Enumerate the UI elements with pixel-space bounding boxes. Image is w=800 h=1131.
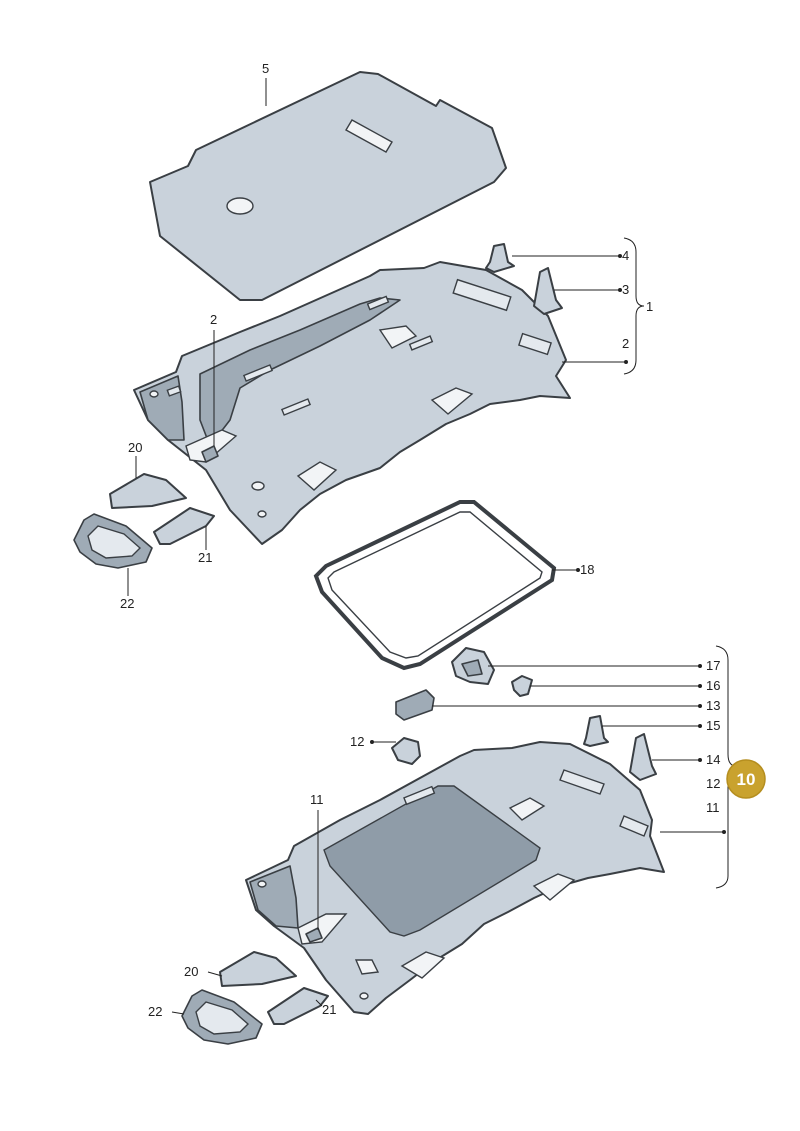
label-17: 17	[706, 658, 720, 673]
label-21-bottom: 21	[322, 1002, 336, 1017]
label-20-bottom: 20	[184, 964, 198, 979]
part-21-trim-lower[interactable]	[267, 987, 329, 1025]
part-14-clip-lower[interactable]	[629, 733, 657, 781]
part-15-clip-lower[interactable]	[583, 715, 609, 747]
label-11-right: 11	[706, 800, 720, 815]
label-2-right: 2	[622, 336, 629, 351]
part-16-clip[interactable]	[511, 675, 533, 697]
leader-lines	[127, 78, 737, 1015]
label-14: 14	[706, 752, 720, 767]
part-22-bracket-upper[interactable]	[73, 513, 153, 569]
part-labels: 5 4 3 1 2 2 20 21 22 18 17 16 13 15 12 1…	[120, 61, 720, 1019]
label-12-left: 12	[350, 734, 364, 749]
label-5: 5	[262, 61, 269, 76]
part-13-connector[interactable]	[395, 689, 435, 721]
part-18-sunroof-seal[interactable]	[313, 500, 557, 671]
label-22-top: 22	[120, 596, 134, 611]
part-17-bracket[interactable]	[451, 647, 495, 685]
part-1-headliner-upper[interactable]	[133, 261, 571, 545]
label-21-top: 21	[198, 550, 212, 565]
label-15: 15	[706, 718, 720, 733]
badge-text: 10	[737, 770, 756, 789]
part-12-clip-left[interactable]	[391, 737, 421, 765]
label-12-right: 12	[706, 776, 720, 791]
part-11-headliner-lower[interactable]	[245, 741, 665, 1015]
part-4-clip-upper[interactable]	[485, 243, 515, 273]
part-22-bracket-lower[interactable]	[181, 989, 263, 1045]
badge-10[interactable]: 10	[726, 759, 766, 799]
label-16: 16	[706, 678, 720, 693]
part-3-clip-upper[interactable]	[533, 267, 563, 315]
label-1: 1	[646, 299, 653, 314]
part-21-trim-upper[interactable]	[153, 507, 215, 545]
part-20-trim-upper[interactable]	[109, 473, 187, 509]
label-18: 18	[580, 562, 594, 577]
part-5-insulation-mat[interactable]	[149, 71, 507, 301]
label-3: 3	[622, 282, 629, 297]
part-20-trim-lower[interactable]	[219, 951, 297, 987]
label-11-left: 11	[310, 792, 324, 807]
badge-circle	[726, 759, 766, 799]
label-20-top: 20	[128, 440, 142, 455]
label-13: 13	[706, 698, 720, 713]
label-4: 4	[622, 248, 629, 263]
label-2-left: 2	[210, 312, 217, 327]
label-22-bottom: 22	[148, 1004, 162, 1019]
